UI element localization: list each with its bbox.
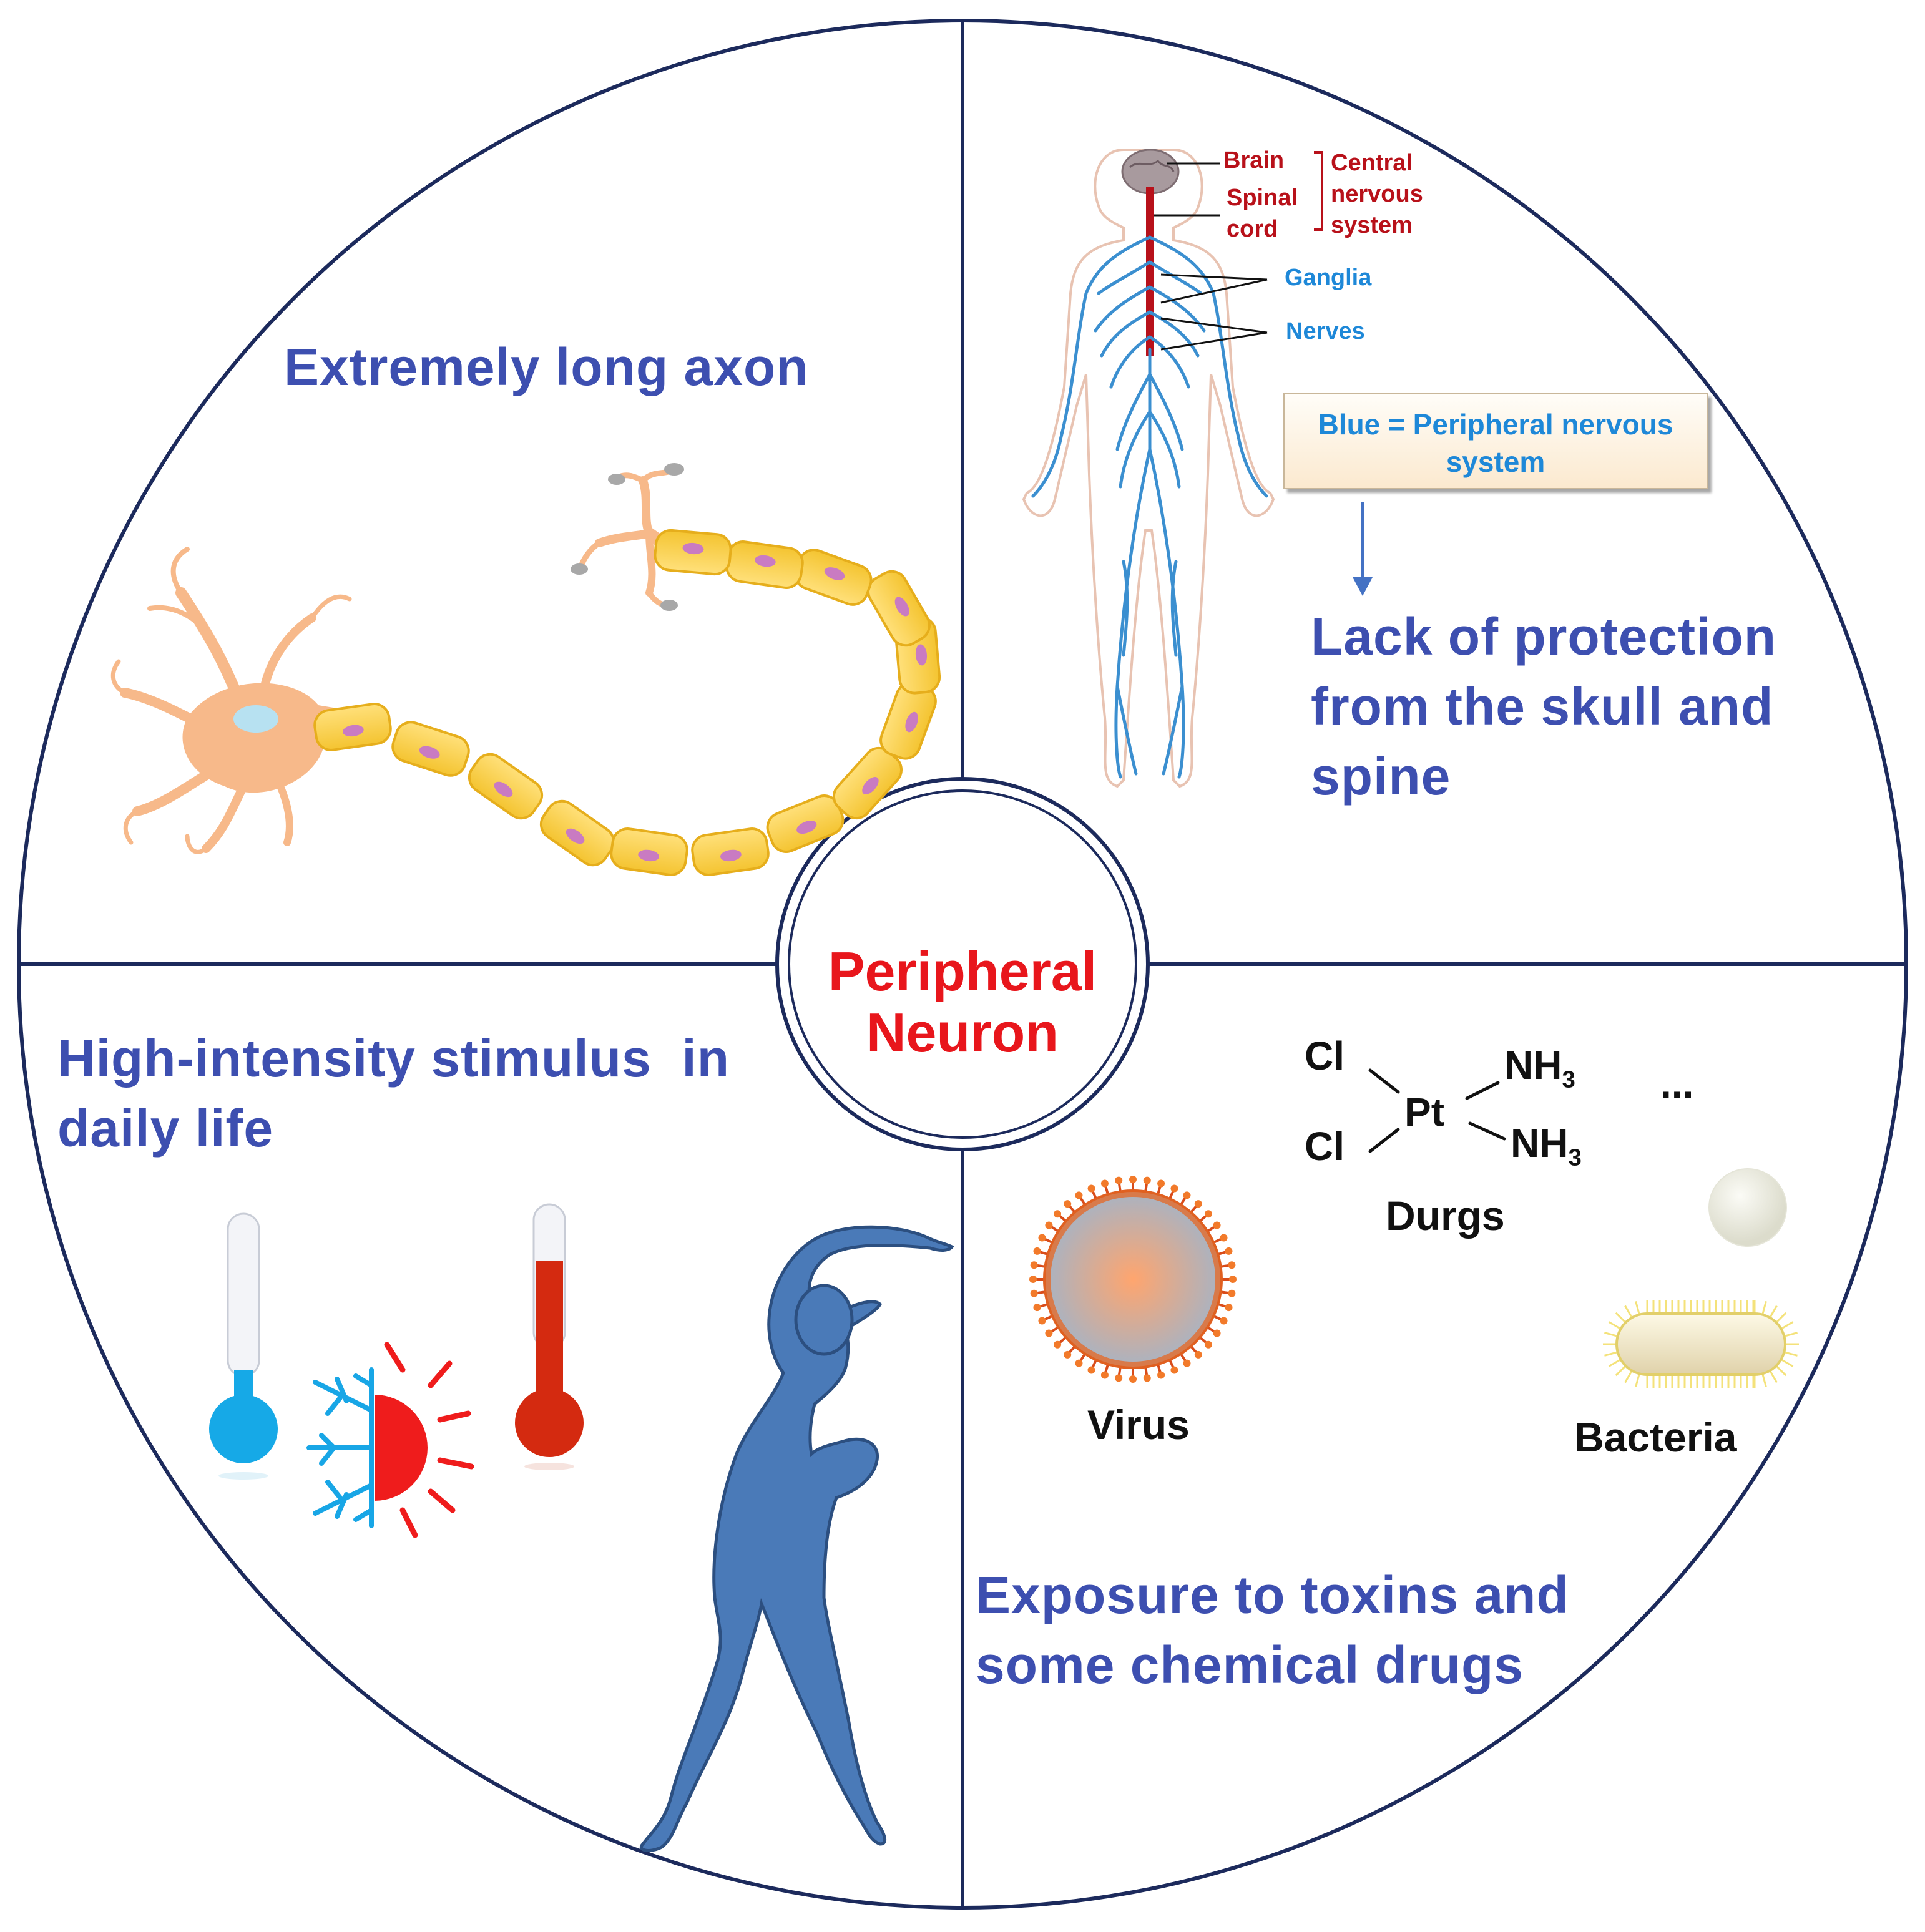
- cns-label: Central nervous system: [1331, 147, 1423, 241]
- bacteria-rod-icon: [1603, 1300, 1799, 1388]
- ammonia-top-base: NH: [1504, 1043, 1562, 1088]
- cord-label: cord: [1227, 216, 1278, 242]
- center-title-line2: Neuron: [866, 1002, 1059, 1063]
- toxins-caption: Exposure to toxins and some chemical dru…: [976, 1560, 1569, 1700]
- stretching-person-icon: [640, 1225, 954, 1852]
- cold-thermometer-icon: [209, 1212, 278, 1480]
- ammonia-label-top: NH3: [1504, 1042, 1575, 1093]
- myelin-segment: [313, 703, 392, 751]
- cns-label-line1: Central: [1331, 150, 1413, 176]
- bacteria-ball-icon: [1708, 1168, 1787, 1247]
- myelin-segment: [794, 549, 873, 606]
- snowflake-sun-icon: [306, 1342, 474, 1538]
- cns-label-line2: nervous: [1331, 181, 1423, 207]
- myelin-segment: [610, 827, 688, 876]
- cns-label-line3: system: [1331, 212, 1413, 238]
- protection-caption-line1: Lack of protection: [1311, 607, 1777, 666]
- myelin-segment: [691, 827, 770, 876]
- myelin-segment: [539, 799, 615, 867]
- pns-legend-text: Blue = Peripheral nervous system: [1318, 408, 1673, 478]
- drugs-label: Durgs: [1386, 1193, 1505, 1239]
- myelin-segment: [654, 529, 732, 576]
- protection-caption-line3: spine: [1311, 747, 1451, 806]
- center-ring: [775, 777, 1150, 1151]
- ammonia-label-bottom: NH3: [1511, 1120, 1582, 1171]
- pns-legend: Blue = Peripheral nervous system: [1283, 393, 1708, 489]
- cisplatin-bonds: [1368, 1068, 1506, 1153]
- myelin-segment: [725, 540, 804, 589]
- chlorine-label-bottom: Cl: [1305, 1124, 1345, 1169]
- ammonia-bottom-base: NH: [1511, 1121, 1569, 1166]
- myelin-segment: [468, 753, 544, 820]
- protection-caption: Lack of protection from the skull and sp…: [1311, 602, 1776, 811]
- ellipsis-label: ...: [1660, 1061, 1694, 1106]
- virus-label: Virus: [1087, 1402, 1190, 1448]
- myelin-segment: [867, 570, 931, 647]
- myelin-sheath: [313, 529, 941, 876]
- center-title: Peripheral Neuron: [806, 941, 1119, 1063]
- quadrant-frame: [17, 19, 1908, 1910]
- myelin-segment: [391, 721, 470, 777]
- ammonia-bottom-sub: 3: [1568, 1144, 1582, 1171]
- toxins-caption-line2: some chemical drugs: [976, 1636, 1524, 1694]
- protection-caption-line2: from the skull and: [1311, 677, 1774, 736]
- ammonia-top-sub: 3: [1562, 1066, 1575, 1093]
- virus-icon: [1029, 1176, 1237, 1383]
- axon-caption: Extremely long axon: [284, 338, 809, 396]
- ganglia-label: Ganglia: [1285, 265, 1372, 291]
- human-body-icon: [1022, 149, 1373, 788]
- center-title-line1: Peripheral: [828, 940, 1097, 1002]
- hot-thermometer-icon: [515, 1203, 584, 1470]
- neuron-icon: [110, 463, 941, 876]
- spinal-label: Spinal: [1227, 185, 1298, 211]
- toxins-caption-line1: Exposure to toxins and: [976, 1566, 1569, 1624]
- bacteria-label: Bacteria: [1574, 1414, 1737, 1460]
- chlorine-label-top: Cl: [1305, 1033, 1345, 1078]
- brain-label: Brain: [1223, 147, 1285, 173]
- stimulus-caption-line2: daily life: [57, 1099, 274, 1158]
- platinum-label: Pt: [1404, 1090, 1444, 1134]
- stimulus-caption-line1: High-intensity stimulus in: [57, 1029, 730, 1088]
- stimulus-caption: High-intensity stimulus in daily life: [57, 1023, 730, 1163]
- nerves-label: Nerves: [1286, 318, 1365, 344]
